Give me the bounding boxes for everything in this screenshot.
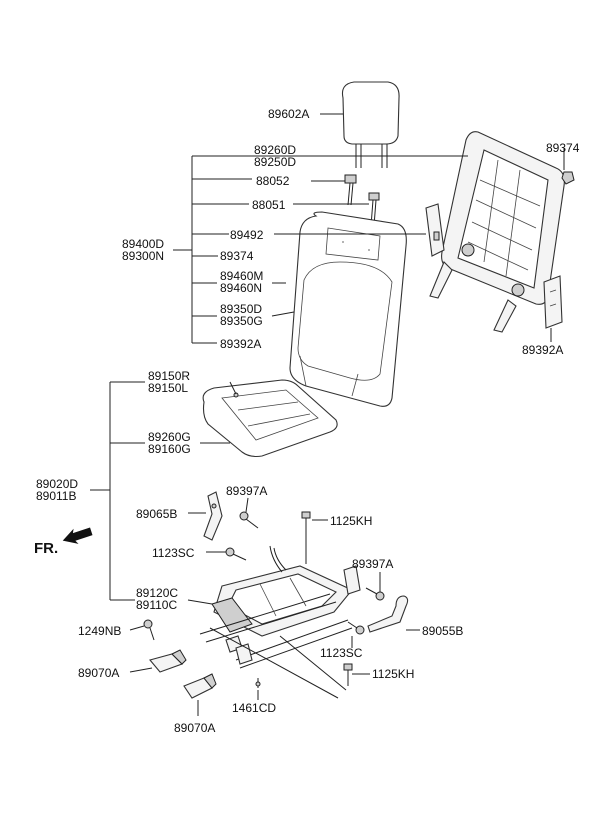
label-89110C: 89110C [136, 598, 177, 612]
label-1123SC-left: 1123SC [152, 546, 195, 560]
bolt-89397A-top [239, 511, 259, 529]
label-89120C: 89120C [136, 586, 178, 600]
label-89374-top: 89374 [546, 141, 580, 155]
label-89460N: 89460N [220, 281, 262, 295]
seat-cushion [202, 379, 338, 458]
side-bracket-89392A [543, 275, 563, 329]
label-89250D: 89250D [254, 155, 296, 169]
label-89602A: 89602A [268, 107, 309, 121]
label-89055B: 89055B [422, 624, 463, 638]
label-89150L: 89150L [148, 381, 188, 395]
label-89350D: 89350D [220, 302, 262, 316]
label-89070A-top: 89070A [78, 666, 119, 680]
label-89070A-bottom: 89070A [174, 721, 215, 735]
label-1125KH-top: 1125KH [330, 514, 372, 528]
label-89020D: 89020D [36, 477, 78, 491]
label-1249NB: 1249NB [78, 624, 121, 638]
nut-89374 [561, 171, 575, 185]
label-1123SC-right: 1123SC [320, 646, 363, 660]
seatback-cover [289, 211, 407, 407]
label-89374-mid: 89374 [220, 249, 254, 263]
release-lever [269, 545, 287, 573]
headrest-guide [344, 174, 357, 206]
seat-track-frame [199, 565, 361, 669]
label-89397A-right: 89397A [352, 557, 393, 571]
label-front: FR. [34, 540, 58, 557]
label-89011B: 89011B [36, 489, 76, 503]
bolt-1125KH-top [301, 511, 311, 564]
bolt-89397A-right [365, 587, 385, 601]
label-89300N: 89300N [122, 249, 164, 263]
label-89350G: 89350G [220, 314, 263, 328]
side-bracket-left [425, 203, 445, 257]
label-89397A-top: 89397A [226, 484, 267, 498]
cover-89070A-bottom [183, 673, 217, 699]
headrest [341, 81, 400, 168]
bolt-1125KH-bottom [343, 663, 353, 686]
label-89260G: 89260G [148, 430, 191, 444]
leader-lines [90, 113, 565, 716]
front-arrow-icon [62, 527, 93, 544]
bolt-1123SC-right [347, 621, 365, 635]
bolt-1249NB [143, 619, 155, 641]
label-89392A-left: 89392A [220, 337, 261, 351]
seatback-frame [429, 131, 565, 333]
label-1461CD: 1461CD [232, 701, 276, 715]
label-89260D: 89260D [254, 143, 296, 157]
recliner-link [203, 491, 223, 541]
label-89160G: 89160G [148, 442, 191, 456]
label-1125KH-bottom: 1125KH [372, 667, 414, 681]
callout-labels: 89602A 89260D 89250D 89374 88052 88051 8… [34, 107, 580, 735]
label-89400D: 89400D [122, 237, 164, 251]
handle-89055B [367, 595, 409, 633]
cover-89070A-top [149, 649, 187, 673]
label-88052: 88052 [256, 174, 290, 188]
label-89150R: 89150R [148, 369, 190, 383]
label-89460M: 89460M [220, 269, 263, 283]
bolt-1123SC-left [225, 547, 247, 561]
label-89392A-right: 89392A [522, 343, 563, 357]
clip-1461CD [255, 678, 261, 688]
label-88051: 88051 [252, 198, 286, 212]
label-89492: 89492 [230, 228, 264, 242]
label-89065B: 89065B [136, 507, 177, 521]
